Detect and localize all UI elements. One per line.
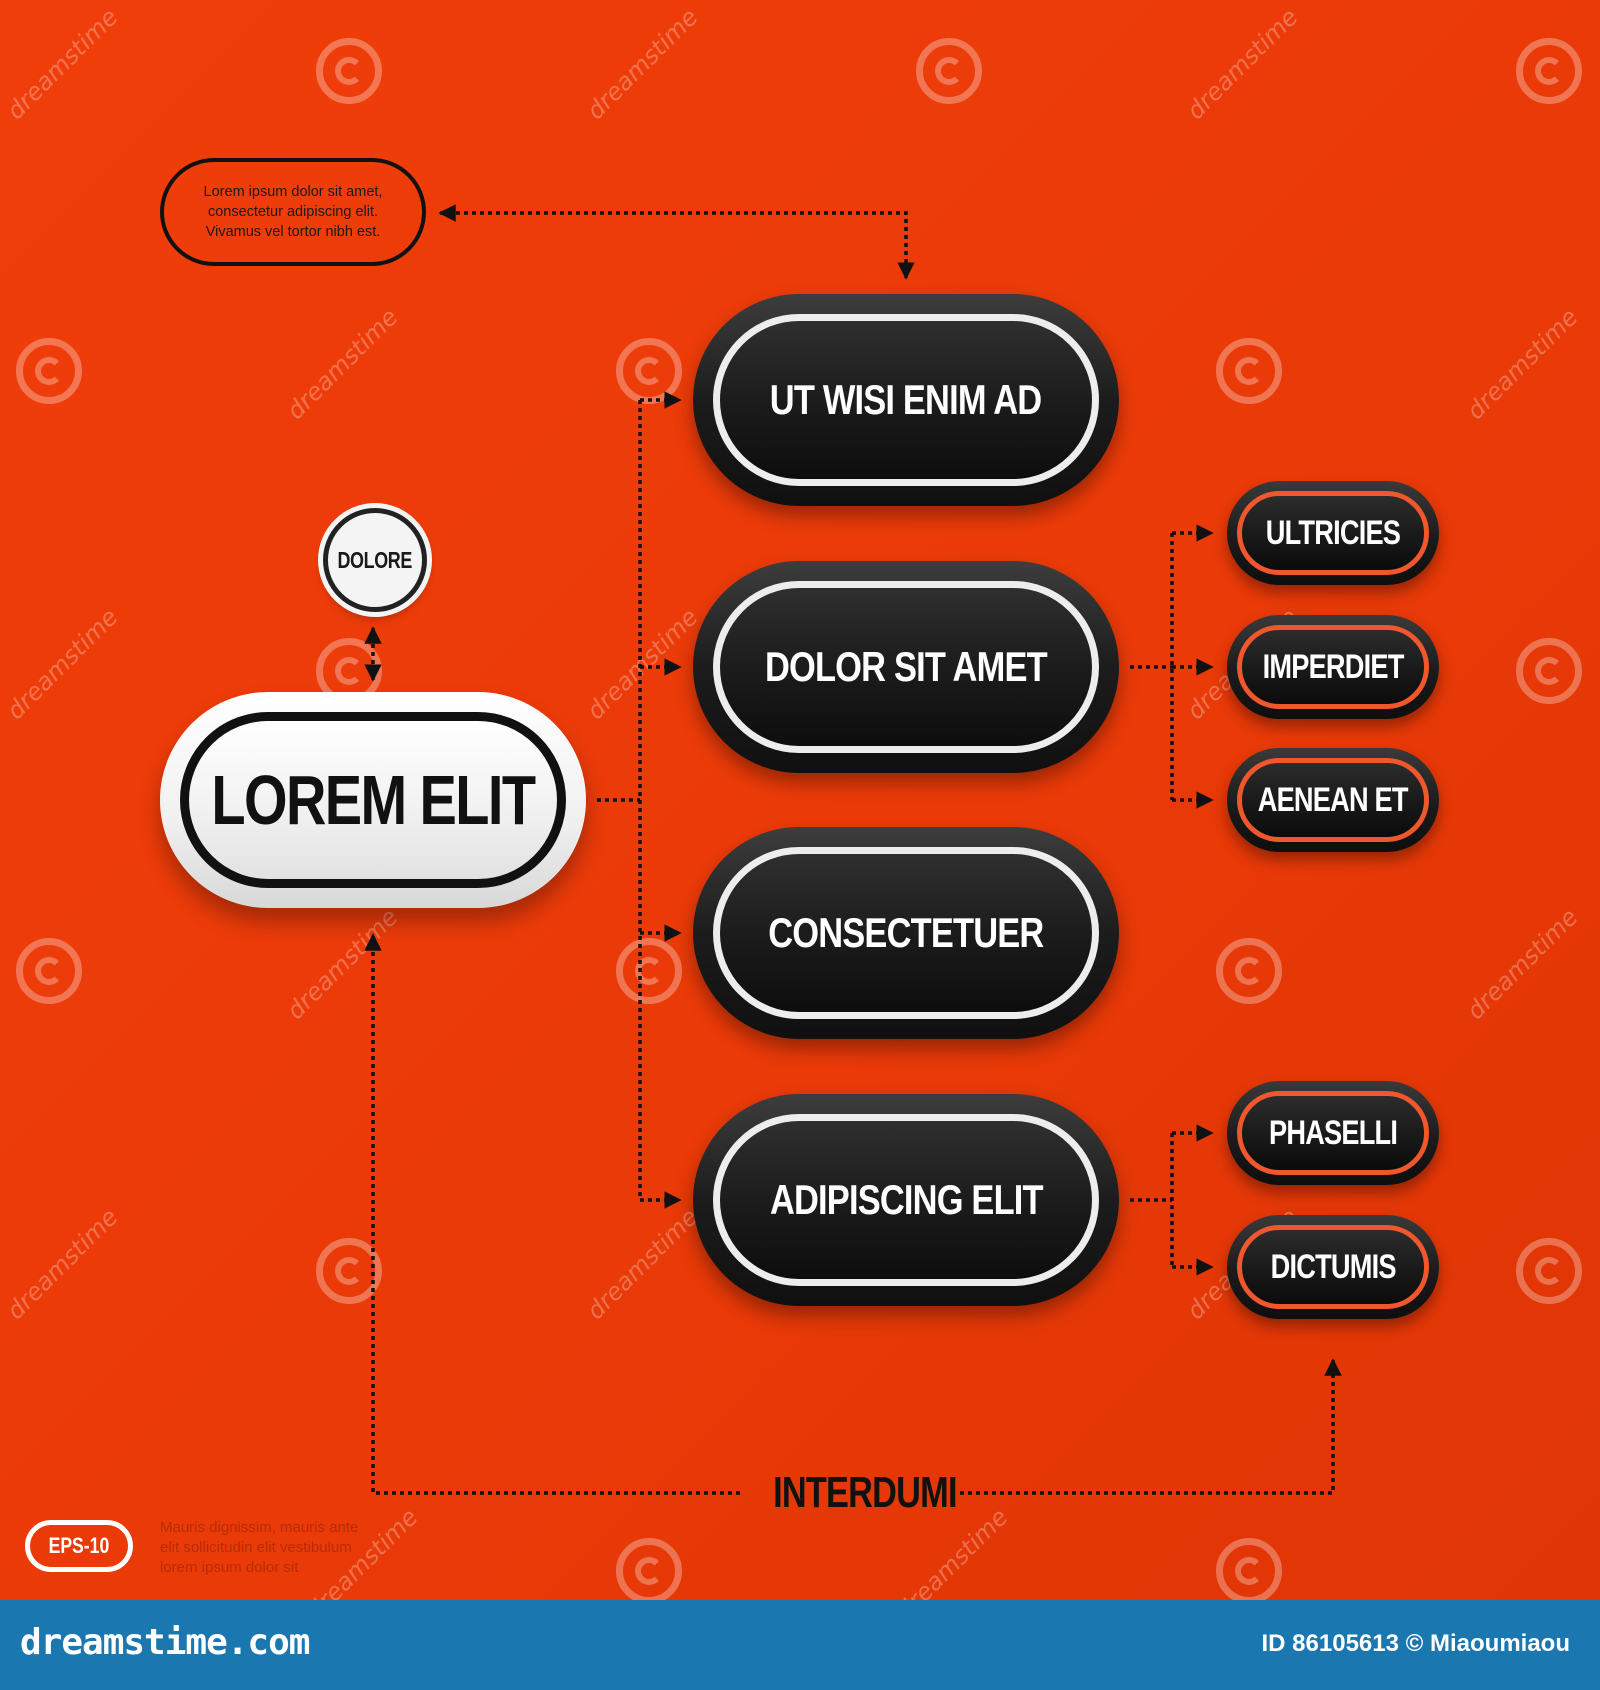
- main-node[interactable]: LOREM ELIT: [160, 692, 586, 908]
- fine-print: Mauris dignissim, mauris ante elit solli…: [160, 1519, 359, 1576]
- sub-node-label: PHASELLI: [1268, 1113, 1398, 1152]
- sub-node-aenean-et[interactable]: AENEAN ET: [1227, 748, 1439, 852]
- sub-node-inner: [1237, 625, 1429, 709]
- sub-node-phaselli[interactable]: PHASELLI: [1227, 1081, 1439, 1185]
- watermark-swirl-icon: [1516, 638, 1582, 704]
- connector-lines: [364, 204, 1342, 1495]
- branch-node-4[interactable]: ADIPISCING ELIT: [693, 1094, 1119, 1306]
- sub-node-dictumis[interactable]: DICTUMIS: [1227, 1215, 1439, 1319]
- footer-bar: dreamstime.com ID 86105613 © Miaoumiaou: [0, 1600, 1600, 1690]
- main-node-label: LOREM ELIT: [211, 761, 536, 839]
- note-connector: [438, 204, 915, 280]
- branch-node-label: ADIPISCING ELIT: [769, 1176, 1044, 1223]
- sub-node-inner: [1237, 1225, 1429, 1309]
- interdumi-label: INTERDUMI: [773, 1468, 957, 1517]
- footer-site[interactable]: dreamstime.com: [20, 1622, 310, 1663]
- eps-badge: EPS-10: [25, 1520, 133, 1572]
- branch-node-inner: [713, 847, 1099, 1019]
- watermark-swirl-icon: [916, 38, 982, 104]
- sub-node-label: ULTRICIES: [1265, 513, 1401, 552]
- watermark-swirl-icon: [316, 38, 382, 104]
- watermark-swirl-icon: [1216, 938, 1282, 1004]
- branch-node-inner: [713, 314, 1099, 486]
- diagram-canvas: dreamstime dreamstime dreamstime dreamst…: [0, 0, 1600, 1600]
- sub-node-label: IMPERDIET: [1262, 647, 1405, 686]
- sub-node-inner: [1237, 758, 1429, 842]
- sub-node-label: DICTUMIS: [1270, 1247, 1396, 1286]
- branch-node-label: UT WISI ENIM AD: [770, 376, 1042, 423]
- watermark-swirl-icon: [616, 938, 682, 1004]
- dolore-circle-node[interactable]: DOLORE: [323, 508, 427, 612]
- watermark-swirl-icon: [16, 938, 82, 1004]
- branch-node-inner: [713, 1114, 1099, 1286]
- eps-badge-label: EPS-10: [48, 1533, 110, 1558]
- watermark-swirl-icon: [1516, 38, 1582, 104]
- footer-credit: ID 86105613 © Miaoumiaou: [1261, 1630, 1570, 1657]
- branch-node-inner: [713, 581, 1099, 753]
- branch-node-2[interactable]: DOLOR SIT AMET: [693, 561, 1119, 773]
- watermark-swirl-icon: [616, 1538, 682, 1600]
- circle-node-label: DOLORE: [337, 546, 413, 573]
- sub-node-inner: [1237, 491, 1429, 575]
- watermark-swirl-icon: [16, 338, 82, 404]
- sub-node-inner: [1237, 1091, 1429, 1175]
- branch-node-3[interactable]: CONSECTETUER: [693, 827, 1119, 1039]
- bottom-loop-left: [364, 933, 740, 1495]
- main-node-inner: [180, 712, 566, 888]
- branch-node-label: DOLOR SIT AMET: [765, 643, 1048, 690]
- branch-node-label: CONSECTETUER: [768, 909, 1044, 956]
- sub-node-label: AENEAN ET: [1258, 780, 1409, 819]
- note-text: Lorem ipsum dolor sit amet, consectetur …: [203, 184, 383, 240]
- bottom-loop-right: [960, 1358, 1342, 1495]
- note-box: Lorem ipsum dolor sit amet, consectetur …: [160, 158, 426, 266]
- watermark-swirl-icon: [1216, 1538, 1282, 1600]
- sub-node-imperdiet[interactable]: IMPERDIET: [1227, 615, 1439, 719]
- sub-node-ultricies[interactable]: ULTRICIES: [1227, 481, 1439, 585]
- branch-node-1[interactable]: UT WISI ENIM AD: [693, 294, 1119, 506]
- watermark-swirl-icon: [1516, 1238, 1582, 1304]
- watermark-swirl-icon: [316, 1238, 382, 1304]
- watermark-swirl-icon: [1216, 338, 1282, 404]
